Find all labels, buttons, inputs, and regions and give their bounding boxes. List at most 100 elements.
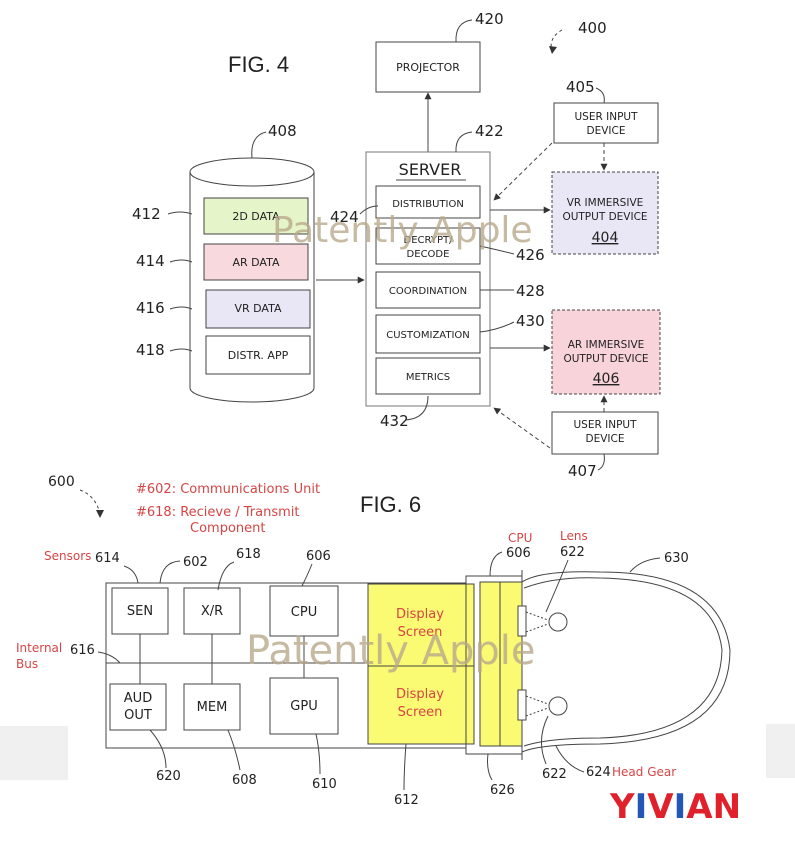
- ar-device-label1: AR IMMERSIVE: [568, 339, 645, 351]
- ar-device-label2: OUTPUT DEVICE: [563, 353, 648, 365]
- note-component: Component: [190, 521, 265, 536]
- ref-420: 420: [475, 10, 504, 28]
- aud-label1: AUD: [124, 691, 152, 706]
- ref-426: 426: [516, 246, 545, 264]
- server-box: [365, 151, 491, 407]
- ref-432: 432: [380, 412, 409, 430]
- mem-label: MEM: [197, 700, 228, 715]
- user-input-bottom-label2: DEVICE: [586, 433, 625, 445]
- right-margin-band: [766, 724, 795, 778]
- ref-414: 414: [136, 252, 165, 270]
- user-input-top-label1: USER INPUT: [575, 111, 639, 123]
- ref-600: 600: [48, 474, 75, 490]
- vr-device-ref: 404: [592, 230, 619, 246]
- ref-428: 428: [516, 282, 545, 300]
- data-2d-label: 2D DATA: [232, 210, 280, 223]
- user-input-bottom-label1: USER INPUT: [574, 419, 638, 431]
- ref-408: 408: [268, 122, 297, 140]
- ref-407: 407: [568, 462, 597, 480]
- label-head-gear: Head Gear: [612, 765, 676, 779]
- data-2d-box: [203, 197, 309, 235]
- label-cpu-red: CPU: [508, 531, 532, 545]
- ref-620: 620: [156, 769, 181, 784]
- lens-bottom-mount: [517, 689, 527, 721]
- user-input-top-label2: DEVICE: [587, 125, 626, 137]
- data-vr-label: VR DATA: [234, 302, 281, 315]
- ref-422: 422: [475, 122, 504, 140]
- server-title: SERVER: [399, 160, 462, 179]
- module-customization-label: CUSTOMIZATION: [386, 330, 470, 341]
- ref-400: 400: [578, 19, 607, 37]
- ref-424: 424: [330, 208, 359, 226]
- ref-622-top: 622: [560, 545, 585, 560]
- label-bus: Bus: [16, 657, 38, 671]
- ref-430: 430: [516, 312, 545, 330]
- ref-624: 624: [586, 765, 611, 780]
- module-distribution: [375, 185, 481, 219]
- label-sensors: Sensors: [44, 549, 91, 563]
- ref-412: 412: [132, 205, 161, 223]
- ref-612: 612: [394, 793, 419, 808]
- fig6: 600 #602: Communications Unit #618: Reci…: [16, 474, 731, 808]
- ar-device-ref: 406: [593, 371, 620, 387]
- watermark-bottom: Patently Apple: [246, 628, 536, 674]
- module-metrics-label: METRICS: [406, 372, 450, 383]
- display-bottom: [367, 665, 475, 745]
- vr-device-label2: OUTPUT DEVICE: [562, 211, 647, 223]
- note-receive-transmit: #618: Recieve / Transmit: [136, 505, 299, 520]
- projector-box: [375, 41, 481, 93]
- label-internal: Internal: [16, 641, 62, 655]
- ref-608: 608: [232, 773, 257, 788]
- ref-606-lens: 606: [506, 546, 531, 561]
- label-lens: Lens: [560, 529, 588, 543]
- module-decrypt-label1: DECRYPT/: [404, 235, 454, 246]
- lens-panel: [479, 581, 523, 747]
- aud-block: [109, 683, 167, 731]
- lens-top-mount: [517, 605, 527, 637]
- data-distr-label: DISTR. APP: [228, 349, 289, 362]
- display-top-label1: Display: [396, 607, 444, 622]
- user-input-top-box: [553, 102, 659, 144]
- module-distribution-label: DISTRIBUTION: [392, 199, 464, 210]
- cpu-label: CPU: [291, 605, 317, 620]
- gpu-label: GPU: [290, 699, 317, 714]
- ref-622-bottom: 622: [542, 767, 567, 782]
- ref-606-block: 606: [306, 549, 331, 564]
- data-ar-label: AR DATA: [232, 256, 279, 269]
- data-vr-box: [205, 289, 311, 329]
- ref-610: 610: [312, 777, 337, 792]
- display-bottom-label2: Screen: [398, 705, 443, 720]
- head-gear-band: [521, 571, 731, 753]
- user-input-bottom-box: [551, 411, 659, 455]
- projector-label: PROJECTOR: [396, 61, 460, 74]
- data-distr-box: [205, 335, 311, 375]
- vr-device-label1: VR IMMERSIVE: [567, 197, 644, 209]
- ref-614: 614: [95, 551, 120, 566]
- watermark-top: Patently Apple: [272, 210, 533, 251]
- ref-626: 626: [490, 783, 515, 798]
- display-bottom-label1: Display: [396, 687, 444, 702]
- eye-top: [548, 612, 568, 632]
- xr-label: X/R: [201, 604, 223, 619]
- module-metrics: [375, 357, 481, 395]
- eye-bottom: [548, 696, 568, 716]
- fig6-title: FIG. 6: [360, 492, 421, 517]
- fig4-title: FIG. 4: [228, 52, 289, 77]
- ref-405: 405: [566, 78, 595, 96]
- ref-618: 618: [236, 547, 261, 562]
- fig4: FIG. 4 400 PROJECTOR 420 SERVER 422 DIST…: [132, 10, 661, 480]
- vr-device-box: [551, 171, 659, 255]
- ref-418: 418: [136, 341, 165, 359]
- ref-602: 602: [183, 555, 208, 570]
- yivian-logo: YIVIAN: [609, 787, 741, 827]
- ref-616: 616: [70, 643, 95, 658]
- module-decrypt-label2: DECODE: [407, 249, 450, 260]
- data-ar-box: [203, 243, 309, 281]
- ar-device-box: [551, 309, 661, 395]
- left-margin-band: [0, 726, 68, 780]
- module-coordination-label: COORDINATION: [389, 286, 467, 297]
- ref-416: 416: [136, 299, 165, 317]
- aud-label2: OUT: [124, 708, 152, 723]
- display-top-label2: Screen: [398, 625, 443, 640]
